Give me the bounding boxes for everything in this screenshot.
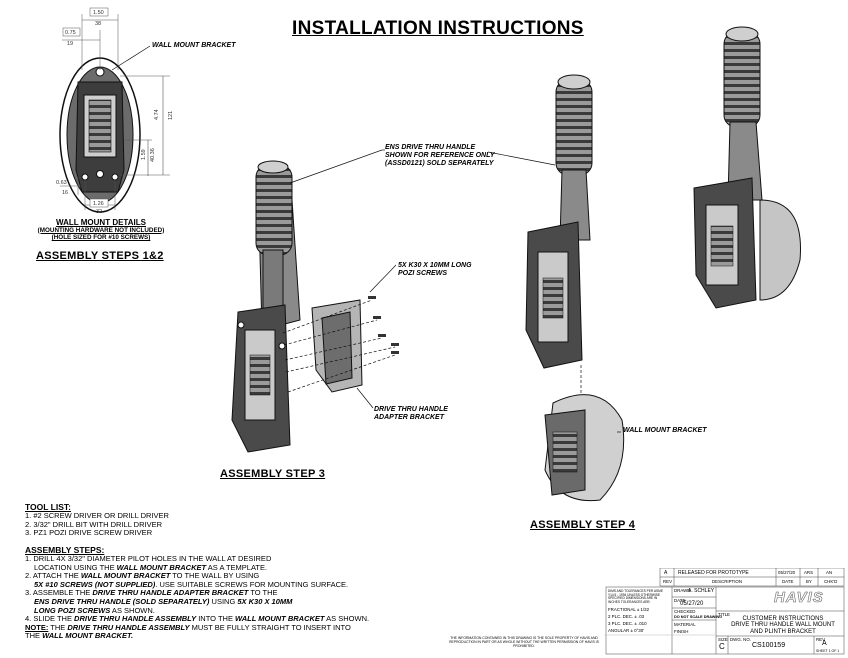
assembly-steps-list: 1. DRILL 4X 3/32" DIAMETER PILOT HOLES I… — [25, 554, 370, 641]
step-line: 5X #10 SCREWS (NOT SUPPLIED). USE SUITAB… — [34, 579, 349, 589]
step-line: 4. SLIDE THE DRIVE THRU HANDLE ASSEMBLY … — [25, 614, 370, 624]
step-line: ENS DRIVE THRU HANDLE (SOLD SEPARATELY) … — [34, 596, 293, 606]
tool-item: 3. PZ1 POZI DRIVE SCREW DRIVER — [25, 528, 153, 538]
callout-handle-line1: ENS DRIVE THRU HANDLE — [385, 144, 476, 151]
assembled-handle-drawing — [693, 26, 801, 309]
description-header: DESCRIPTION — [712, 579, 743, 584]
do-not-scale: DO NOT SCALE DRAWING — [674, 615, 723, 619]
material-label: MATERIAL — [674, 622, 696, 627]
callout-handle-line2: SHOWN FOR REFERENCE ONLY — [385, 152, 495, 159]
title-block: A RELEASED FOR PROTOTYPE 05/27/20 ARS AN… — [604, 568, 846, 656]
details-heading: WALL MOUNT DETAILS — [56, 218, 146, 227]
drawing-title: CUSTOMER INSTRUCTIONS DRIVE THRU HANDLE … — [731, 616, 835, 635]
step-line: 3. ASSEMBLE THE DRIVE THRU HANDLE ADAPTE… — [25, 588, 278, 598]
callout-wall-mount-bracket: WALL MOUNT BRACKET — [152, 42, 236, 49]
havis-logo: HAVIS — [774, 589, 824, 607]
tol-three-place: 3 PLC. DEC. ± .010 — [608, 621, 647, 626]
tol-two-place: 2 PLC. DEC. ± .03 — [608, 614, 645, 619]
rev-date: 05/27/20 — [778, 570, 796, 575]
callout-screws-line1: 5X K30 X 10MM LONG — [398, 262, 472, 269]
assembly-steps-heading: ASSEMBLY STEPS: — [25, 545, 105, 555]
callout-wall-mount-bracket-step4: WALL MOUNT BRACKET — [623, 427, 707, 434]
date-label: DATE — [674, 598, 686, 603]
tool-item: 2. 3/32" DRILL BIT WITH DRILL DRIVER — [25, 519, 163, 529]
dim-w3-mm: 32 — [96, 209, 102, 215]
callout-adapter-line1: DRIVE THRU HANDLE — [374, 406, 448, 413]
tool-item: 1. #2 SCREW DRIVER OR DRILL DRIVER — [25, 511, 169, 520]
sheet-number: SHEET 1 OF 1 — [816, 649, 840, 653]
size-label: SIZE — [718, 637, 728, 642]
drawn-date: 05/27/20 — [680, 601, 704, 607]
tol-angular: ANGULAR ± 0°30' — [608, 628, 644, 633]
wall-mount-details-caption: WALL MOUNT DETAILS (MOUNTING HARDWARE NO… — [31, 219, 171, 242]
dim-h3: 0.63 — [56, 180, 67, 186]
title-label: TITLE — [718, 612, 730, 617]
dwg-no: CS100159 — [752, 642, 786, 649]
step3-drawing — [231, 149, 399, 453]
tool-list-heading: TOOL LIST: — [25, 502, 71, 512]
finish-label: FINISH — [674, 629, 689, 634]
callout-handle-line3: (ASSD0121) SOLD SEPARATELY — [385, 160, 494, 167]
rev-letter: A — [664, 570, 668, 576]
tolerance-note: DIMS AND TOLERANCES PER ASME Y14.5 - 199… — [608, 589, 663, 604]
callout-adapter-line2: ADAPTER BRACKET — [374, 414, 444, 421]
by-header: BY — [806, 579, 812, 584]
date-header: DATE — [782, 579, 794, 584]
callout-screws: 5X K30 X 10MM LONG POZI SCREWS — [398, 262, 472, 278]
step4-handle-drawing — [525, 74, 625, 502]
proprietary-notice: THE INFORMATION CONTAINED IN THIS DRAWIN… — [449, 636, 599, 648]
dim-h2: 1.59 — [141, 149, 147, 160]
drawn-label: DRAWN — [674, 588, 691, 593]
rev-value: A — [822, 640, 827, 647]
assembly-steps: ASSEMBLY STEPS: 1. DRILL 4X 3/32" DIAMET… — [25, 545, 369, 641]
step-line: 1. DRILL 4X 3/32" DIAMETER PILOT HOLES I… — [25, 554, 272, 563]
step-3-heading: ASSEMBLY STEP 3 — [220, 468, 326, 480]
details-line3: (HOLE SIZED FOR #10 SCREWS) — [51, 234, 151, 241]
callout-screws-line2: POZI SCREWS — [398, 270, 448, 277]
dim-h3-mm: 16 — [62, 190, 68, 196]
chkd-header: CHK'D — [824, 579, 838, 584]
dim-w1-mm: 38 — [95, 21, 101, 27]
rev-chk: AN — [826, 570, 833, 575]
step-line: THE WALL MOUNT BRACKET. — [25, 631, 134, 641]
rev-label: REV — [816, 637, 826, 642]
step-line: NOTE: THE DRIVE THRU HANDLE ASSEMBLY MUS… — [25, 622, 351, 632]
callout-handle-reference: ENS DRIVE THRU HANDLE SHOWN FOR REFERENC… — [385, 144, 495, 168]
dim-w1: 1.50 — [93, 10, 104, 16]
tol-fractional: FRACTIONAL ± 1/32 — [608, 607, 650, 612]
wall-mount-detail-drawing: 1.50 38 0.75 19 4.74 121 1.59 40.36 0.63… — [56, 7, 174, 215]
details-line2: (MOUNTING HARDWARE NOT INCLUDED) — [37, 226, 165, 234]
page-title: INSTALLATION INSTRUCTIONS — [292, 18, 584, 39]
tool-list: TOOL LIST: 1. #2 SCREW DRIVER OR DRILL D… — [25, 502, 169, 538]
dim-h1-mm: 121 — [168, 111, 174, 120]
rev-header: REV — [663, 579, 673, 584]
rev-by: ARS — [804, 570, 814, 575]
drawn-by: A. SCHLEY — [688, 588, 715, 594]
step-1-2-heading: ASSEMBLY STEPS 1&2 — [36, 250, 164, 262]
rev-description: RELEASED FOR PROTOTYPE — [678, 570, 749, 576]
dim-w2: 0.75 — [65, 30, 76, 36]
dwg-no-label: DWG. NO. — [730, 637, 751, 642]
step-line: LOCATION USING THE WALL MOUNT BRACKET AS… — [34, 562, 268, 572]
step-4-heading: ASSEMBLY STEP 4 — [530, 519, 636, 531]
callout-adapter-bracket: DRIVE THRU HANDLE ADAPTER BRACKET — [374, 406, 448, 422]
dim-h1: 4.74 — [154, 109, 160, 120]
dim-h2-mm: 40.36 — [150, 148, 156, 162]
dim-w2-mm: 19 — [67, 41, 73, 47]
dim-w3: 1.26 — [93, 201, 104, 207]
size-value: C — [719, 642, 725, 651]
step-line: LONG POZI SCREWS AS SHOWN. — [34, 605, 155, 615]
step-line: 2. ATTACH THE WALL MOUNT BRACKET TO THE … — [25, 571, 260, 581]
checked-label: CHECKED — [674, 609, 696, 614]
